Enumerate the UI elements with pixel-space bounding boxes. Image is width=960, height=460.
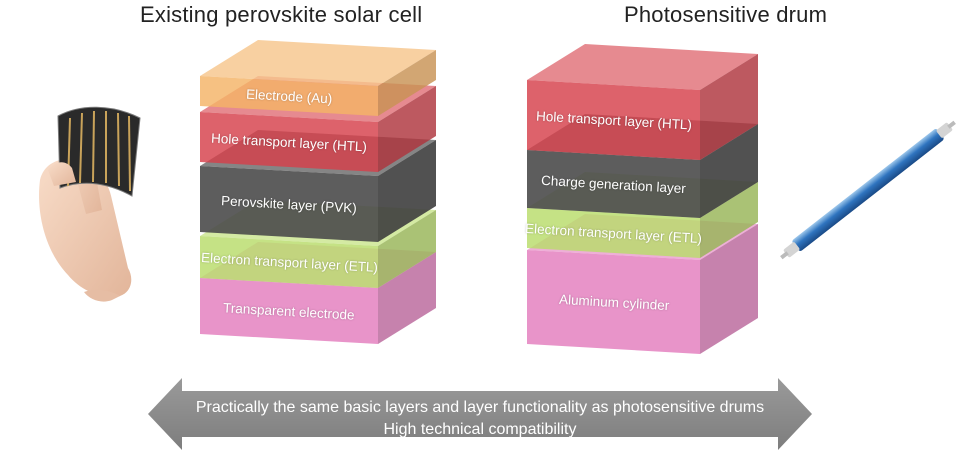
left-layer-stack xyxy=(200,40,436,344)
left-title: Existing perovskite solar cell xyxy=(140,2,423,27)
left-layer-1-front xyxy=(200,112,378,172)
right-layer-0-top xyxy=(527,44,758,90)
banner-line-1: Practically the same basic layers and la… xyxy=(195,399,765,416)
left-layer-2-front xyxy=(200,166,378,242)
right-layer-3-side xyxy=(700,224,758,354)
left-layer-0-front xyxy=(200,76,378,116)
left-layer-0-side xyxy=(378,50,436,116)
compatibility-arrow-banner xyxy=(148,378,812,450)
right-layer-0-front xyxy=(527,80,700,160)
right-layer-1-side xyxy=(700,124,758,218)
right-title: Photosensitive drum xyxy=(624,2,828,27)
left-layer-0 xyxy=(200,40,436,116)
right-layer-2-side xyxy=(700,182,758,258)
banner-line-2: High technical compatibility xyxy=(383,421,577,438)
left-layer-4-front xyxy=(200,278,378,344)
right-layer-3-front xyxy=(527,250,700,354)
left-layer-2-side xyxy=(378,140,436,242)
right-layer-2-front xyxy=(527,208,700,258)
left-layer-0-top xyxy=(200,40,436,86)
hand-holding-flexible-solar-cell-icon xyxy=(39,106,141,302)
right-layer-0-side xyxy=(700,54,758,160)
right-layer-stack xyxy=(527,44,758,354)
photosensitive-drum-rod-icon xyxy=(780,120,956,260)
banner-text: Practically the same basic layers and la… xyxy=(180,397,780,441)
right-layer-1-front xyxy=(527,150,700,218)
left-layer-1-side xyxy=(378,86,436,172)
left-layer-3-front xyxy=(200,236,378,288)
left-layer-4-side xyxy=(378,252,436,344)
right-layer-0 xyxy=(527,44,758,160)
left-layer-3-side xyxy=(378,210,436,288)
